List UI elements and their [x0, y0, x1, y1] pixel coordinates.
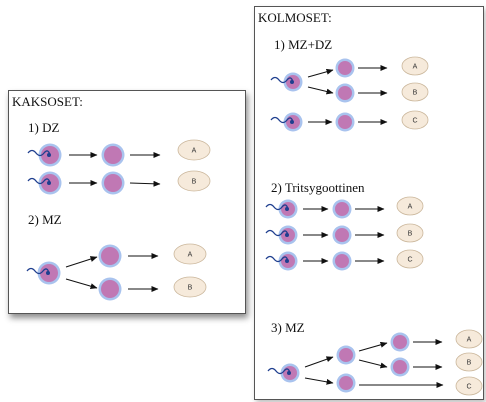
baby-label: B — [192, 179, 197, 186]
baby-label: A — [467, 337, 472, 344]
kolmoset-mzdz-label: 1) MZ+DZ — [274, 37, 333, 52]
kolmoset-title: KOLMOSET: — [258, 10, 332, 25]
baby-label: B — [408, 231, 413, 238]
sperm-tail — [27, 177, 51, 185]
egg-cell — [339, 348, 353, 362]
arrow — [129, 180, 161, 187]
baby — [173, 276, 207, 298]
egg-cell — [101, 280, 119, 298]
sperm-tail — [26, 267, 50, 275]
sperm-head — [285, 233, 289, 237]
baby — [396, 196, 424, 216]
baby-label: B — [467, 360, 472, 367]
arrow — [358, 341, 388, 352]
baby-label: C — [407, 257, 412, 264]
sperm-head — [47, 181, 51, 185]
baby — [455, 329, 483, 349]
baby-label: A — [408, 204, 413, 211]
baby — [401, 82, 429, 102]
kolmoset-mz-label: 3) MZ — [271, 320, 305, 335]
sperm-tail — [265, 229, 289, 237]
egg-cell — [338, 115, 352, 129]
egg-cell — [335, 202, 349, 216]
baby — [177, 170, 211, 192]
sperm-tail — [267, 367, 291, 375]
kaksoset-mz-label: 2) MZ — [28, 212, 62, 227]
egg-cell — [393, 360, 407, 374]
baby — [173, 243, 207, 265]
egg-cell — [104, 146, 122, 164]
baby — [177, 139, 211, 161]
egg-cell — [335, 228, 349, 242]
egg-cell — [393, 335, 407, 349]
sperm-head — [285, 207, 289, 211]
egg-cell — [104, 174, 122, 192]
sperm-tail — [265, 255, 289, 263]
sperm-tail — [270, 76, 294, 84]
baby — [455, 376, 483, 396]
kaksoset-dz-label: 1) DZ — [28, 120, 60, 135]
egg-cell — [338, 86, 352, 100]
sperm-head — [285, 259, 289, 263]
arrow — [307, 68, 334, 78]
baby-label: B — [188, 285, 193, 292]
sperm-head — [290, 120, 294, 124]
baby-label: A — [413, 64, 418, 71]
sperm-tail — [27, 149, 51, 157]
baby — [401, 56, 429, 76]
arrow — [304, 377, 334, 385]
sperm-head — [46, 271, 50, 275]
baby — [396, 223, 424, 243]
sperm-head — [47, 153, 51, 157]
baby — [401, 110, 429, 130]
baby-label: A — [192, 148, 197, 155]
sperm-head — [287, 371, 291, 375]
baby-label: A — [188, 252, 193, 259]
baby-label: C — [412, 118, 417, 125]
sperm-head — [290, 80, 294, 84]
egg-cell — [338, 61, 352, 75]
arrow — [65, 256, 98, 268]
baby — [396, 249, 424, 269]
arrow — [65, 278, 98, 290]
arrow — [358, 359, 388, 369]
egg-cell — [335, 254, 349, 268]
egg-cell — [101, 247, 119, 265]
kaksoset-title: KAKSOSET: — [12, 94, 83, 109]
arrow — [307, 86, 334, 95]
baby-label: B — [413, 90, 418, 97]
baby — [455, 352, 483, 372]
sperm-tail — [265, 203, 289, 211]
baby-label: C — [466, 384, 471, 391]
sperm-tail — [270, 116, 294, 124]
egg-cell — [339, 376, 353, 390]
kolmoset-tritsygoottinen-label: 2) Tritsygoottinen — [271, 180, 365, 195]
arrow — [304, 356, 334, 368]
